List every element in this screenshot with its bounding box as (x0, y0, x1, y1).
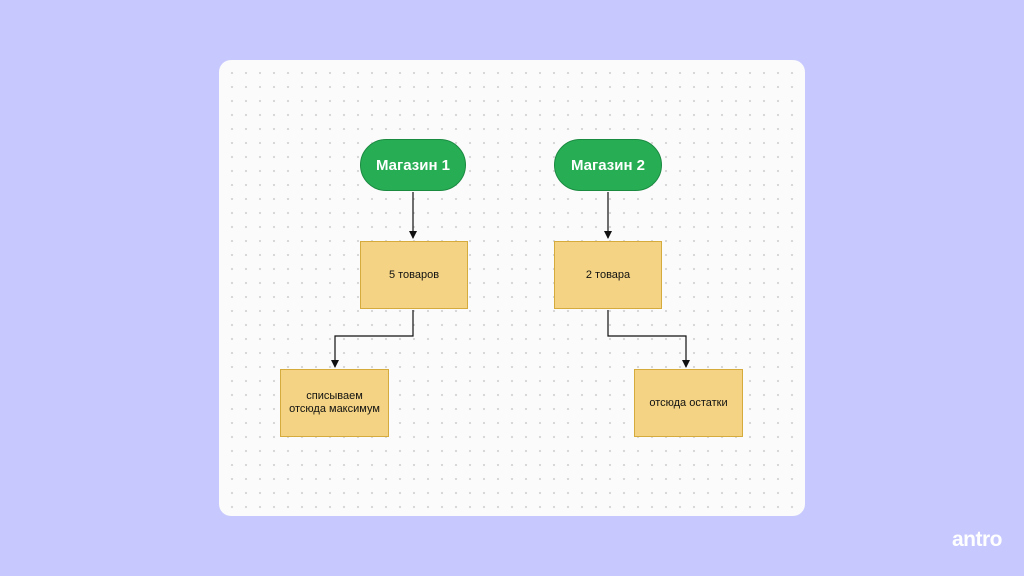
diagram-board: Магазин 1 Магазин 2 5 товаров 2 товара с… (219, 60, 805, 516)
edge-count2-to-action2 (607, 310, 690, 368)
edge-count1-to-action1 (331, 310, 414, 368)
node-action-2[interactable]: отсюда остатки (634, 369, 743, 437)
brand-logo: antro (952, 528, 1003, 551)
node-store-2[interactable]: Магазин 2 (554, 139, 662, 191)
node-store-1[interactable]: Магазин 1 (360, 139, 466, 191)
node-count-2[interactable]: 2 товара (554, 241, 662, 309)
connectors (331, 192, 690, 368)
node-action-1[interactable]: списываем отсюда максимум (280, 369, 389, 437)
node-count-1[interactable]: 5 товаров (360, 241, 468, 309)
